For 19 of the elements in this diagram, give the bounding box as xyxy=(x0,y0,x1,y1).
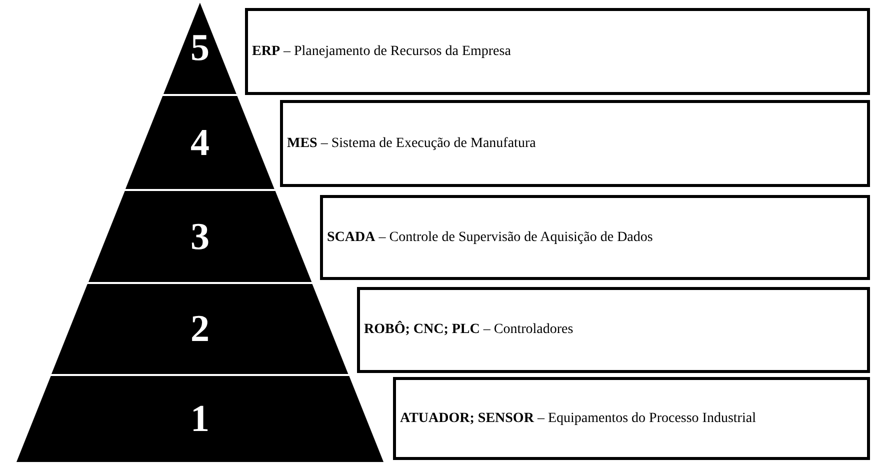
level-description: ROBÔ; CNC; PLC – Controladores xyxy=(364,322,574,338)
pyramid-level xyxy=(162,0,238,95)
level-number: 5 xyxy=(190,28,210,66)
level-description-box xyxy=(357,287,870,373)
pyramid-level xyxy=(15,375,385,463)
level-description-box xyxy=(320,195,870,280)
level-description-box xyxy=(245,8,870,95)
level-number: 4 xyxy=(190,124,210,162)
level-description: ERP – Planejamento de Recursos da Empresa xyxy=(252,44,511,60)
level-description: ATUADOR; SENSOR – Equipamentos do Processo Industrial xyxy=(400,410,756,426)
level-description-box xyxy=(280,100,870,187)
level-description: SCADA – Controle de Supervisão de Aquisição de Dados xyxy=(327,230,653,246)
level-description: MES – Sistema de Execução de Manufatura xyxy=(287,136,536,152)
pyramid-level xyxy=(50,283,350,375)
level-description-box xyxy=(393,377,870,460)
level-number: 2 xyxy=(190,310,210,348)
level-number: 3 xyxy=(190,218,210,256)
level-number: 1 xyxy=(190,400,210,438)
pyramid-level xyxy=(86,190,314,283)
